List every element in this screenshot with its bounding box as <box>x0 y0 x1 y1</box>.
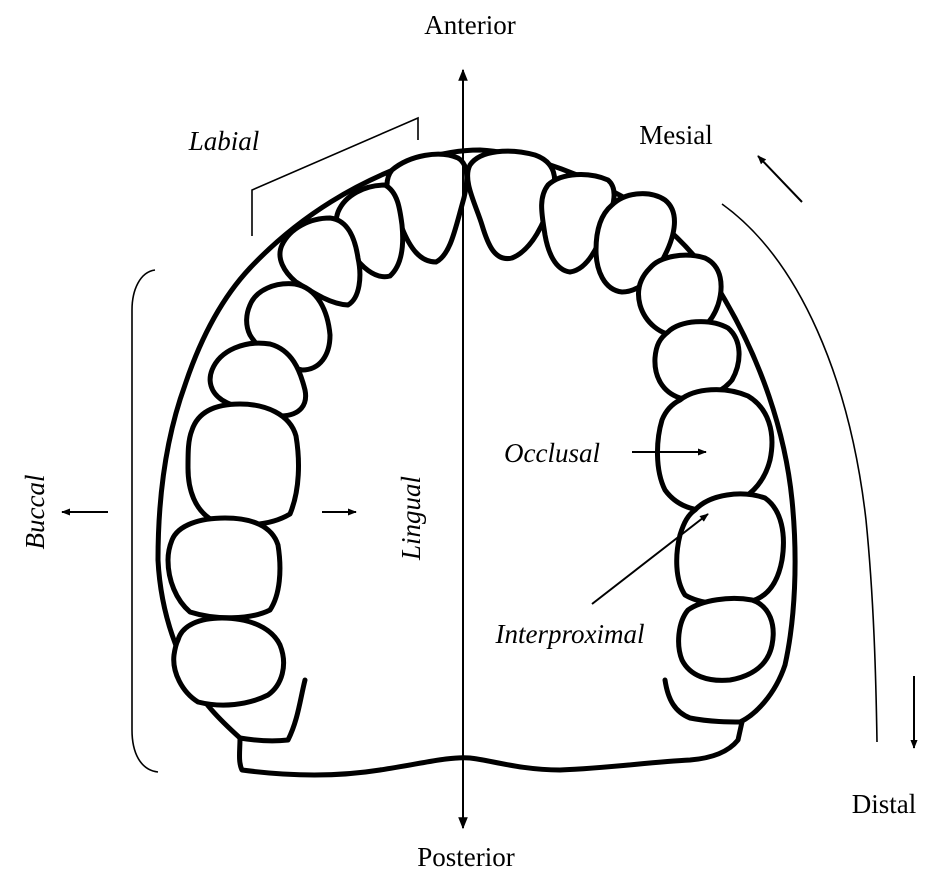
mesial-arrow <box>758 156 802 202</box>
occlusal-label: Occlusal <box>504 438 600 468</box>
tooth-right-second-premolar <box>655 322 739 399</box>
palate-posterior-outline <box>240 722 743 775</box>
lingual-label: Lingual <box>396 476 426 561</box>
buccal-bracket <box>132 270 158 772</box>
posterior-label: Posterior <box>417 842 515 872</box>
tooth-left-third-molar <box>174 618 284 705</box>
tooth-right-first-molar <box>657 390 771 511</box>
mesial-label: Mesial <box>639 120 713 150</box>
buccal-label: Buccal <box>20 475 50 550</box>
tooth-right-third-molar <box>679 598 774 680</box>
distal-label: Distal <box>852 789 917 819</box>
right-gum-end <box>665 680 742 722</box>
anterior-label: Anterior <box>424 10 515 40</box>
labial-label: Labial <box>188 126 260 156</box>
tooth-left-second-molar <box>168 518 280 618</box>
interproximal-label: Interproximal <box>495 619 645 649</box>
tooth-right-second-molar <box>677 494 784 604</box>
tooth-left-first-molar <box>188 404 298 525</box>
